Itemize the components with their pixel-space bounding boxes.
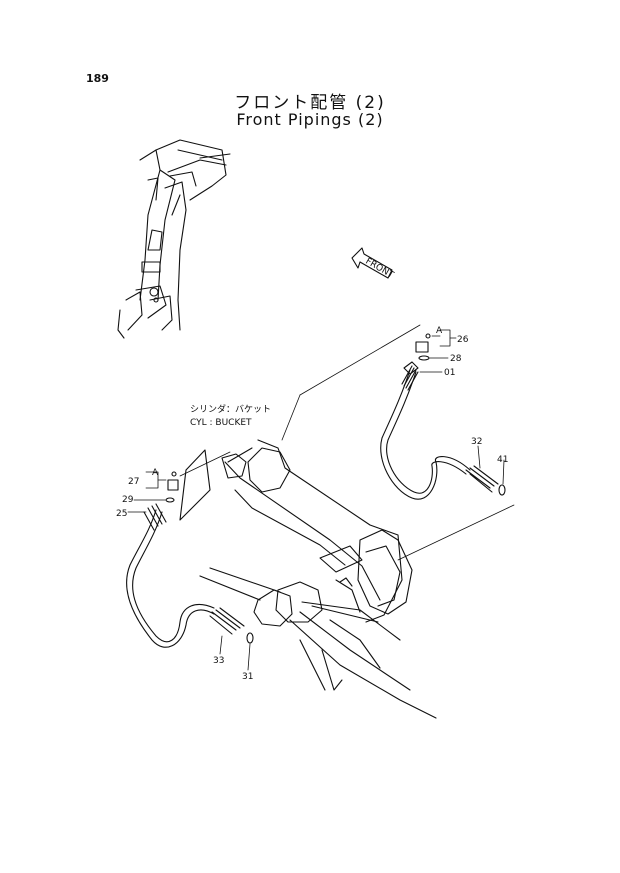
hose-25-spring-top: [143, 503, 167, 531]
inset-boom-view: [117, 139, 231, 339]
oring-29: [165, 497, 175, 503]
adapter-27: [167, 479, 179, 491]
ring-31: [246, 632, 254, 644]
cylinder-label-jp: シリンダ：バケット: [190, 405, 272, 415]
hose-33-spring: [209, 607, 245, 635]
hose-01-fitting: [403, 361, 419, 375]
callout-27: 27: [128, 477, 139, 487]
leader-lines: [179, 324, 515, 561]
callout-a-left: A: [152, 468, 159, 478]
hose-01: [380, 333, 506, 500]
oring-28: [418, 355, 430, 361]
callout-41: 41: [497, 455, 508, 465]
callout-25: 25: [116, 509, 127, 519]
ring-41: [498, 484, 506, 496]
callout-28: 28: [450, 354, 462, 364]
callout-29: 29: [122, 495, 134, 505]
arm-assembly: [199, 439, 437, 719]
front-direction-arrow: FRONT: [351, 247, 396, 281]
title-english: Front Pipings (2): [236, 110, 384, 129]
cylinder-label-en: CYL : BUCKET: [190, 418, 252, 428]
hose-32-spring: [465, 465, 499, 493]
callout-a-top: A: [436, 326, 443, 336]
adapter-26: [415, 341, 429, 353]
callout-26: 26: [457, 335, 469, 345]
mounting-plate: [179, 449, 211, 521]
callout-01: 01: [444, 368, 455, 378]
front-arrow-label: FRONT: [364, 257, 396, 281]
hose-25: [126, 471, 254, 648]
callouts: A 26 28 01 32 41 A 27 29 25 33 31: [116, 326, 508, 682]
cylinder-bucket-label: シリンダ：バケット CYL : BUCKET: [190, 404, 271, 430]
callout-32: 32: [471, 437, 482, 447]
callout-33: 33: [213, 656, 224, 666]
callout-31: 31: [242, 672, 253, 682]
page-number: 189: [86, 72, 109, 85]
hose-01-spring-top: [401, 365, 419, 391]
title-japanese: フロント配管 (2): [234, 93, 386, 113]
